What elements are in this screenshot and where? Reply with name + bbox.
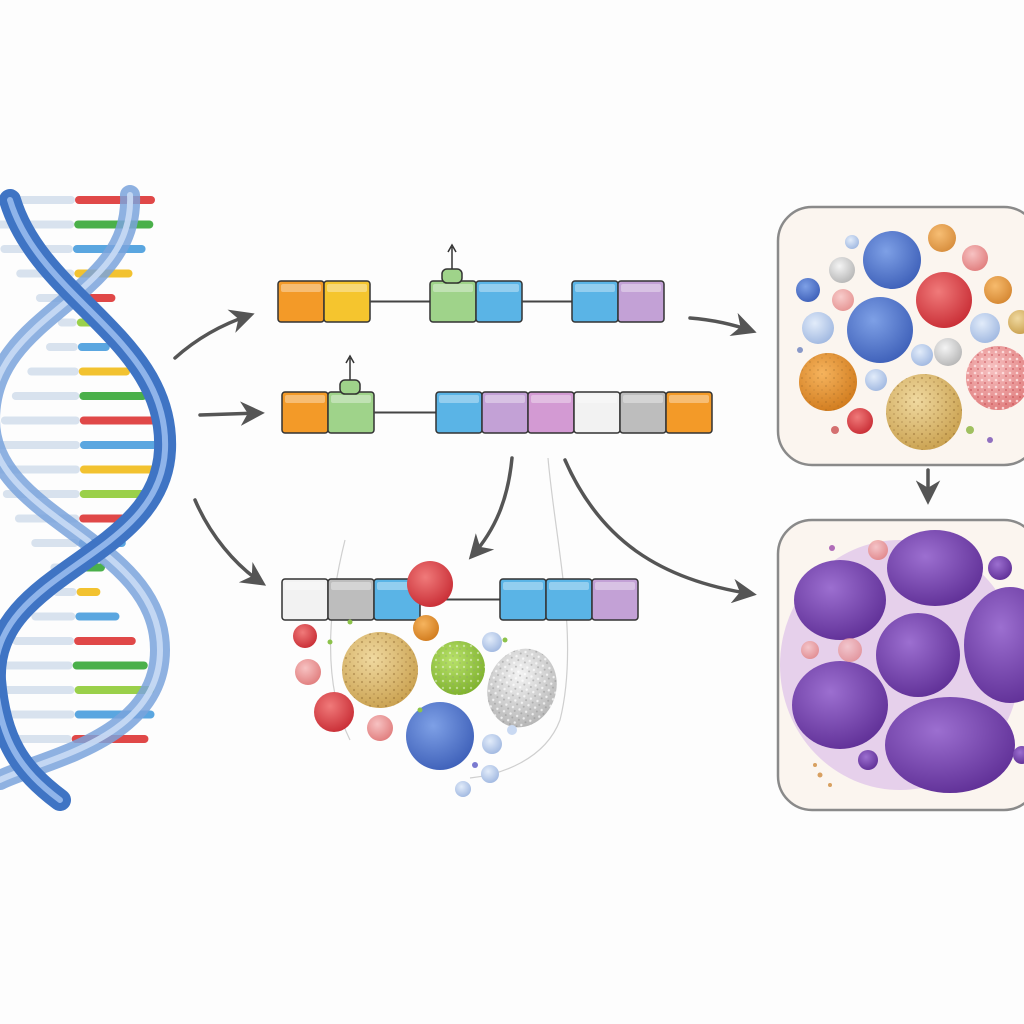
base-pair	[31, 539, 79, 547]
base-pair	[79, 416, 159, 425]
cell-panel-icon	[776, 205, 1024, 467]
gene-segment-row	[281, 578, 639, 621]
base-pair	[79, 465, 164, 474]
gene-rows	[277, 243, 713, 621]
base-pair	[79, 392, 147, 400]
marker-arrow	[345, 354, 355, 364]
segment-highlight	[621, 284, 661, 292]
base-pair	[27, 367, 79, 376]
segment-highlight	[439, 395, 479, 403]
gene-segment	[591, 578, 639, 621]
gene-segment	[665, 391, 713, 434]
base-pair	[77, 343, 110, 351]
arrow-dna-to-row1	[173, 309, 255, 360]
arrow-row2-to-purple-panel	[563, 458, 757, 604]
base-pair	[0, 441, 80, 449]
base-pair	[79, 490, 157, 498]
base-pair	[76, 588, 101, 596]
base-pair	[75, 612, 120, 621]
gene-segment	[617, 280, 665, 323]
segment-bump	[339, 379, 361, 395]
base-pair	[12, 637, 75, 645]
flow-arrows	[173, 309, 941, 604]
arrow-dna-to-row3	[193, 498, 267, 586]
segment-highlight	[531, 395, 571, 403]
base-pair	[78, 367, 131, 376]
segment-highlight	[285, 395, 325, 403]
segment-highlight	[479, 284, 519, 292]
segment-highlight	[669, 395, 709, 403]
segment-highlight	[577, 395, 617, 403]
arrow-dna-to-row2	[198, 401, 265, 426]
base-pair	[74, 220, 154, 229]
segment-highlight	[575, 284, 615, 292]
segment-highlight	[433, 284, 473, 292]
cell-cluster-icon	[293, 561, 557, 797]
segment-highlight	[503, 582, 543, 590]
gene-segment-row	[277, 243, 665, 323]
segment-highlight	[549, 582, 589, 590]
segment-highlight	[623, 395, 663, 403]
base-pair	[31, 612, 76, 621]
segment-highlight	[331, 582, 371, 590]
segment-highlight	[595, 582, 635, 590]
marker-arrow	[447, 243, 457, 253]
segment-highlight	[327, 284, 367, 292]
base-pair	[72, 661, 148, 670]
segment-highlight	[485, 395, 525, 403]
arrow-row2-to-row3	[468, 456, 514, 560]
segment-highlight	[331, 395, 371, 403]
base-pair	[57, 318, 77, 327]
cell-panel-icon	[776, 518, 1024, 812]
dna-helix-icon	[0, 185, 177, 811]
base-pair	[74, 637, 136, 645]
base-pair	[79, 441, 165, 449]
base-pair	[75, 196, 155, 204]
base-pair	[0, 710, 75, 719]
base-pair	[46, 343, 78, 351]
arrow-row1-to-panel	[688, 312, 757, 337]
segment-highlight	[281, 284, 321, 292]
segment-highlight	[285, 582, 325, 590]
base-pair	[0, 686, 75, 694]
base-pair	[0, 661, 73, 670]
base-pair	[0, 416, 80, 425]
base-pair	[11, 392, 80, 400]
segment-bump	[441, 268, 463, 284]
base-pair	[74, 686, 155, 694]
gene-segment-row	[281, 354, 713, 434]
